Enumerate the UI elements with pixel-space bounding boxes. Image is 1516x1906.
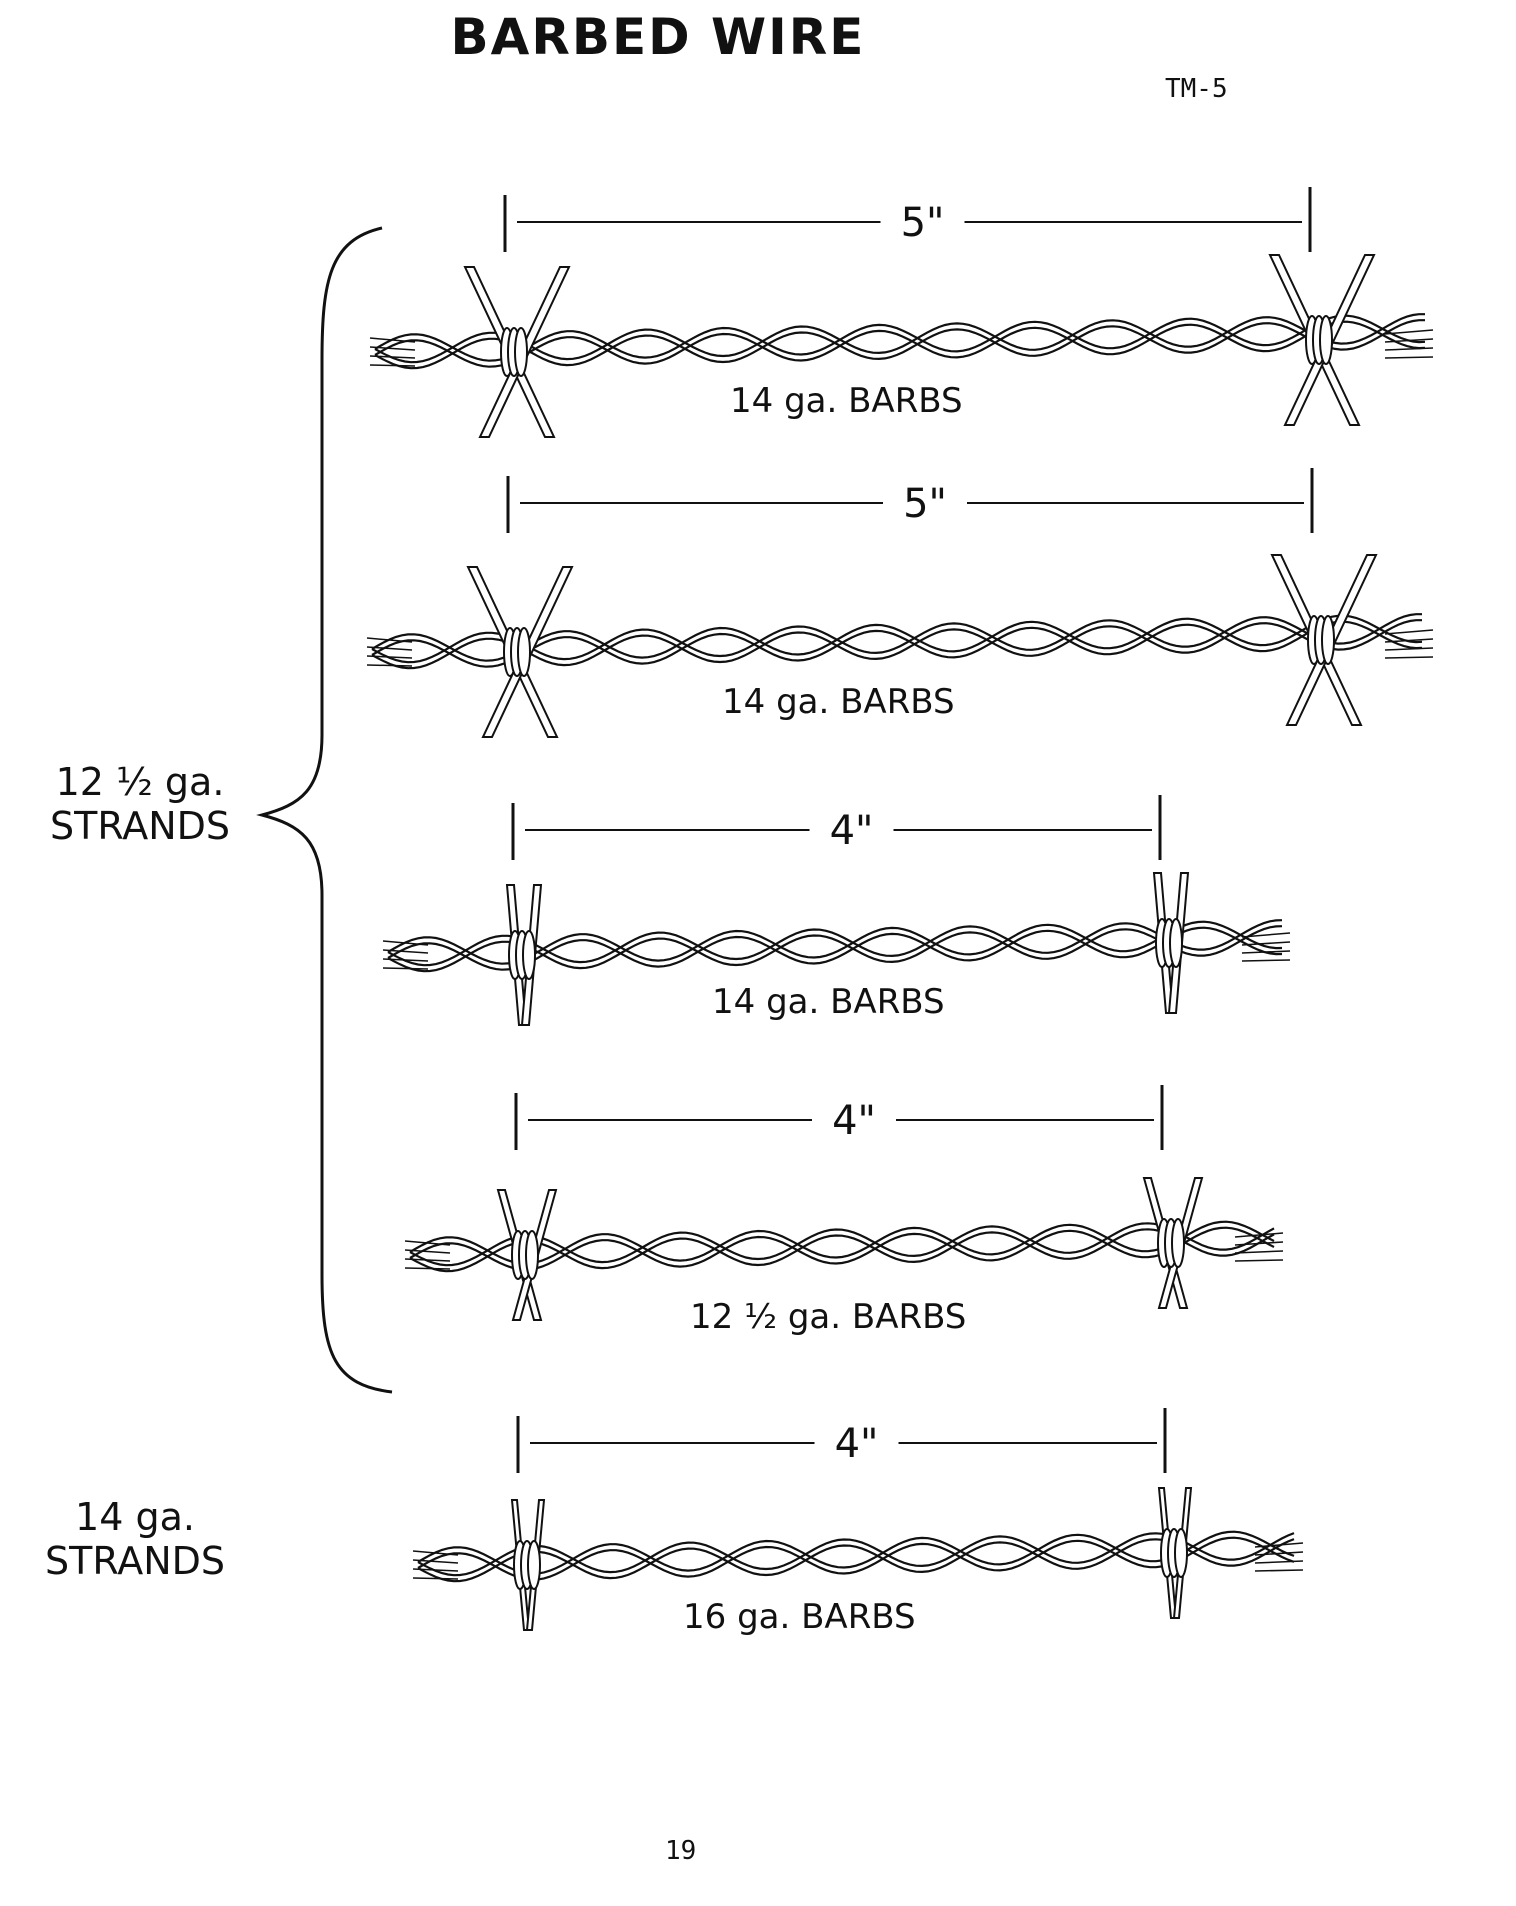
barb bbox=[1152, 872, 1190, 1014]
group-label-14: 14 ga. STRANDS bbox=[15, 1495, 255, 1583]
spacing-label: 4" bbox=[835, 1421, 879, 1467]
group-label-line1: 14 ga. bbox=[75, 1495, 195, 1539]
barb bbox=[496, 1189, 558, 1321]
wire-sample-5: 4" 16 ga. BARBS bbox=[412, 1408, 1304, 1637]
barb-gauge-label: 16 ga. BARBS bbox=[683, 1597, 916, 1637]
barb bbox=[510, 1499, 546, 1631]
barb bbox=[1142, 1177, 1204, 1309]
group-brace bbox=[256, 226, 393, 1394]
twisted-strands bbox=[382, 919, 1291, 973]
barb bbox=[505, 884, 543, 1026]
group-label-line2: STRANDS bbox=[45, 1539, 225, 1583]
page-number: 19 bbox=[665, 1836, 697, 1866]
dimension-line: 4" bbox=[516, 1408, 1167, 1473]
twisted-strands bbox=[369, 313, 1434, 370]
document-code: TM-5 bbox=[1165, 74, 1228, 104]
group-label-12-half: 12 ½ ga. STRANDS bbox=[20, 760, 260, 848]
group-label-line2: STRANDS bbox=[50, 804, 230, 848]
barb-gauge-label: 12 ½ ga. BARBS bbox=[690, 1297, 966, 1337]
barb-gauge-label: 14 ga. BARBS bbox=[730, 381, 963, 421]
barb-gauge-label: 14 ga. BARBS bbox=[722, 682, 955, 722]
wire-sample-3: 4" 14 ga. BARBS bbox=[382, 795, 1291, 1026]
twisted-strands bbox=[366, 613, 1434, 670]
dimension-line: 4" bbox=[511, 795, 1162, 860]
wire-sample-2: 5" 14 ga. BARBS bbox=[366, 468, 1434, 738]
barb bbox=[1157, 1487, 1193, 1619]
spacing-label: 4" bbox=[830, 808, 874, 854]
page-title: BARBED WIRE bbox=[450, 8, 866, 66]
barb bbox=[466, 566, 574, 738]
dimension-line: 5" bbox=[506, 468, 1314, 533]
dimension-line: 5" bbox=[503, 187, 1312, 252]
spacing-label: 5" bbox=[901, 200, 945, 246]
spacing-label: 5" bbox=[903, 481, 947, 527]
barb-gauge-label: 14 ga. BARBS bbox=[712, 982, 945, 1022]
dimension-line: 4" bbox=[514, 1085, 1164, 1150]
wire-sample-1: 5" 14 ga. BARBS bbox=[369, 187, 1434, 438]
twisted-strands bbox=[404, 1220, 1284, 1273]
wire-sample-4: 4" 12 ½ ga. BARBS bbox=[404, 1085, 1284, 1337]
barb bbox=[463, 266, 571, 438]
barb bbox=[1268, 254, 1376, 426]
group-label-line1: 12 ½ ga. bbox=[55, 760, 225, 804]
twisted-strands bbox=[412, 1530, 1304, 1583]
barb bbox=[1270, 554, 1378, 726]
spacing-label: 4" bbox=[832, 1098, 876, 1144]
